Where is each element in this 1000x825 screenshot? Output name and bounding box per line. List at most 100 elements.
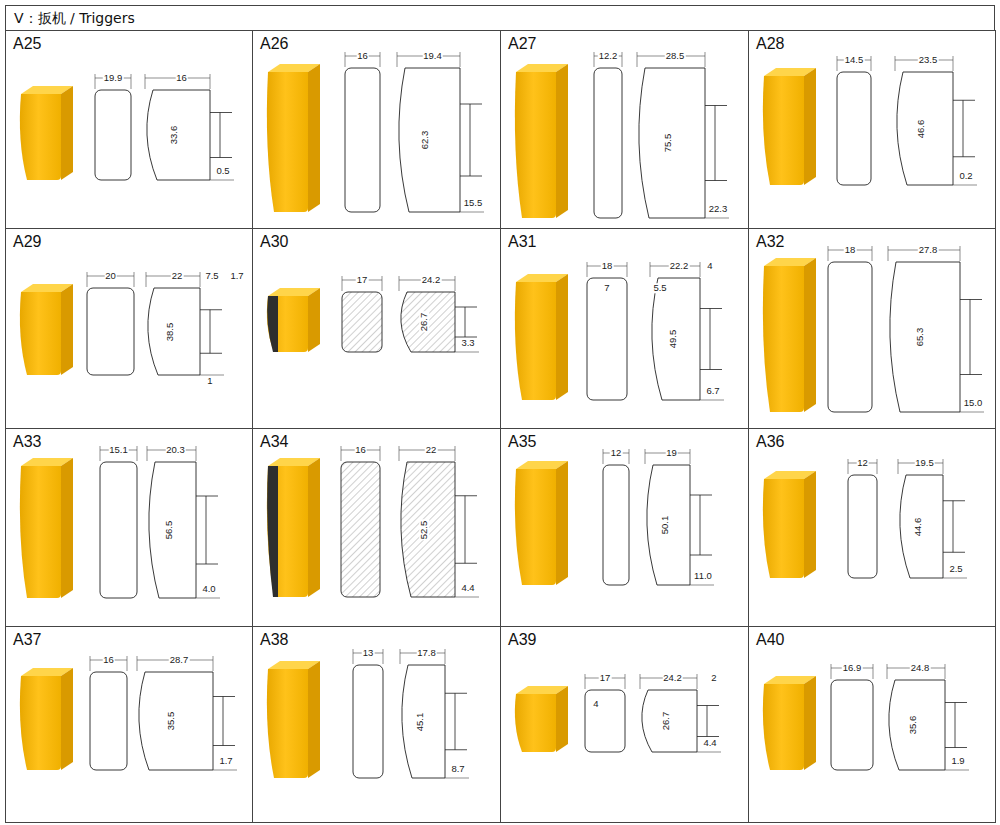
dimension-line <box>397 52 460 67</box>
dimension-value: 15.5 <box>463 198 484 208</box>
dimension-line <box>345 52 380 67</box>
front-view <box>341 462 380 597</box>
part-side-face <box>804 68 816 185</box>
title: V：扳机 / Triggers <box>14 11 135 25</box>
trigger-views <box>763 246 984 412</box>
dimension-value: 35.5 <box>166 711 176 732</box>
front-view <box>603 465 629 585</box>
dimension-value: 20 <box>104 271 117 281</box>
trigger-views <box>20 74 234 180</box>
dimension-value: 16 <box>356 51 369 61</box>
front-view <box>345 68 380 212</box>
dimension-line <box>848 459 877 474</box>
dimension-value: 26.7 <box>661 711 671 732</box>
dimension-line <box>145 74 210 89</box>
dimension-line <box>137 656 213 671</box>
dimension-value: 65.3 <box>916 327 926 348</box>
dimension-line <box>341 446 380 461</box>
part-side-face <box>556 686 568 752</box>
header-band: V：扳机 / Triggers <box>5 5 995 31</box>
dimension-value: 23.5 <box>918 55 939 65</box>
part-front-face <box>763 479 804 578</box>
product-cell: A35 <box>500 428 749 627</box>
dimension-value: 24.8 <box>910 663 931 673</box>
part-front-face <box>763 684 804 770</box>
rubber-pad <box>267 466 278 597</box>
mount-stem <box>445 693 467 750</box>
dimension-value: 4 <box>592 699 599 709</box>
trigger-views <box>763 664 969 770</box>
dimension-value: 26.7 <box>419 312 429 333</box>
side-profile <box>642 690 697 752</box>
product-cell: A39 <box>500 626 749 823</box>
part-side-face <box>556 64 568 218</box>
product-cell: A33 <box>5 428 253 627</box>
part-front-face <box>515 694 556 752</box>
front-view <box>828 262 872 412</box>
product-cell: A40 <box>748 626 996 823</box>
dimension-line <box>705 218 729 219</box>
dimension-value: 49.5 <box>668 329 678 350</box>
dimension-line <box>650 262 700 277</box>
part-side-face <box>61 458 73 598</box>
part-side-face <box>61 668 73 770</box>
mount-stem <box>700 309 722 370</box>
dimension-value: 4.4 <box>702 738 717 748</box>
dimension-value: 20.3 <box>165 445 186 455</box>
model-number: A28 <box>756 36 784 52</box>
product-cell: A31 <box>500 228 749 429</box>
part-front-face <box>515 282 556 400</box>
part-front-face <box>763 76 804 185</box>
part-side-face <box>308 64 320 212</box>
dimension-value: 14.5 <box>844 55 865 65</box>
dimension-value: 16 <box>354 445 367 455</box>
dimension-value: 11.0 <box>693 571 713 581</box>
dimension-value: 75.5 <box>663 133 673 154</box>
model-number: A36 <box>756 434 784 450</box>
dimension-line <box>828 246 872 261</box>
model-number: A25 <box>13 36 41 52</box>
mount-stem <box>196 496 218 564</box>
model-number: A35 <box>508 434 536 450</box>
dimension-line <box>895 56 953 71</box>
mount-stem <box>943 501 965 553</box>
dimension-value: 22.3 <box>708 204 729 214</box>
dimension-line <box>945 770 969 771</box>
dimension-line <box>960 412 984 413</box>
dimension-line <box>640 674 697 689</box>
product-cell: A37 <box>5 626 253 823</box>
trigger-views <box>515 262 724 400</box>
dimension-value: 1.9 <box>950 756 965 766</box>
dimension-value: 16.9 <box>842 663 863 673</box>
dimension-line <box>887 664 945 679</box>
dimension-line <box>831 664 873 679</box>
part-front-face <box>763 266 804 412</box>
mount-stem <box>697 706 719 737</box>
part-side-face <box>804 471 816 578</box>
dimension-value: 18 <box>601 261 614 271</box>
trigger-views <box>515 52 729 218</box>
dimension-value: 4.0 <box>201 584 216 594</box>
dimension-value: 22 <box>425 445 438 455</box>
dimension-line <box>594 52 622 67</box>
product-cell: A38 <box>252 626 501 823</box>
dimension-value: 18 <box>844 245 857 255</box>
model-number: A29 <box>13 234 41 250</box>
dimension-line <box>953 185 977 186</box>
part-front-face <box>267 72 308 212</box>
dimension-line <box>637 52 705 67</box>
part-front-face <box>267 466 308 597</box>
trigger-views <box>515 674 721 752</box>
dimension-value: 4.4 <box>460 583 475 593</box>
mount-stem <box>200 310 222 354</box>
dimension-line <box>898 459 943 474</box>
dimension-line <box>837 56 871 71</box>
dimension-line <box>90 656 127 671</box>
front-view <box>585 690 625 752</box>
part-side-face <box>308 458 320 597</box>
dimension-line <box>888 246 960 261</box>
front-view <box>342 292 382 352</box>
side-profile <box>401 462 455 597</box>
dimension-line <box>95 74 131 89</box>
part-front-face <box>515 72 556 218</box>
